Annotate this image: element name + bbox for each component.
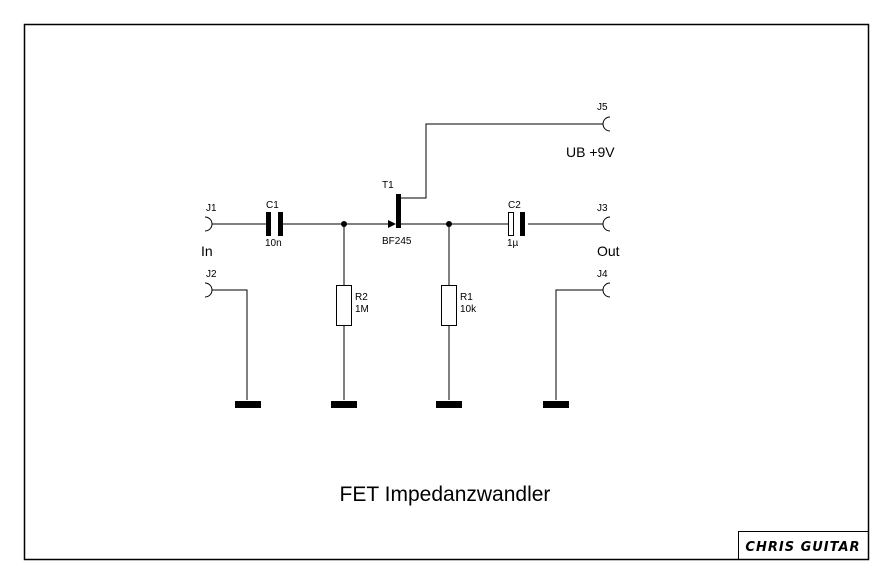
jack-j3-label: Out (597, 243, 620, 259)
jack-j5-ref: J5 (597, 102, 608, 113)
title-block (738, 531, 869, 560)
diagram-title: FET Impedanzwandler (340, 483, 551, 506)
capacitor-c1: C1 10n (260, 200, 344, 249)
sheet-border (23, 23, 870, 561)
jack-j4: J4 (543, 269, 611, 408)
resistor-r1: R1 10k (436, 224, 477, 408)
resistor-r2-value: 1M (355, 304, 369, 315)
capacitor-c2: C2 1µ (449, 200, 525, 249)
jack-j1-label: In (201, 243, 213, 259)
capacitor-c1-ref: C1 (266, 200, 279, 211)
resistor-r1-ref: R1 (460, 292, 473, 303)
capacitor-c2-ref: C2 (508, 200, 521, 211)
resistor-r2-ref: R2 (355, 292, 368, 303)
ground-j2 (235, 401, 261, 408)
jack-j5: J5 UB +9V (401, 102, 615, 199)
jack-j2: J2 (204, 269, 261, 408)
jack-j1-ref: J1 (206, 203, 217, 214)
jack-j4-ref: J4 (597, 269, 608, 280)
transistor-t1-ref: T1 (382, 180, 394, 191)
brand-text: CHRIS GUITAR (745, 540, 860, 555)
capacitor-c2-value: 1µ (507, 238, 519, 249)
jack-j3: J3 Out (528, 203, 620, 259)
jack-j3-ref: J3 (597, 203, 608, 214)
ground-r2 (331, 401, 357, 408)
resistor-r2: R2 1M (331, 224, 369, 408)
jack-j5-label: UB +9V (566, 144, 615, 160)
jack-j2-ref: J2 (206, 269, 217, 280)
ground-r1 (436, 401, 462, 408)
jack-j1: J1 In (201, 203, 260, 259)
resistor-r1-value: 10k (460, 304, 477, 315)
ground-j4 (543, 401, 569, 408)
transistor-t1: T1 BF245 (344, 180, 449, 247)
capacitor-c1-value: 10n (265, 238, 282, 249)
transistor-t1-value: BF245 (382, 236, 412, 247)
